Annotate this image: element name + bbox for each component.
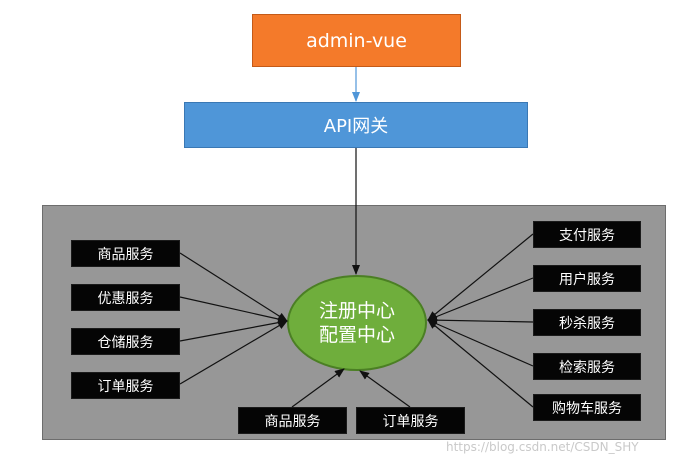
right-service-4: 检索服务	[533, 353, 641, 380]
api-gateway-node: API网关	[184, 102, 528, 148]
center-label-line2: 配置中心	[318, 324, 395, 346]
admin-vue-node: admin-vue	[252, 14, 461, 67]
bottom-service-2: 订单服务	[356, 407, 465, 434]
left-service-4: 订单服务	[71, 372, 180, 399]
admin-vue-label: admin-vue	[306, 29, 407, 52]
registry-config-center-node: 注册中心 配置中心	[287, 275, 427, 371]
center-label-line1: 注册中心	[318, 300, 395, 322]
left-service-3: 仓储服务	[71, 328, 180, 355]
right-service-2: 用户服务	[533, 265, 641, 292]
right-service-1: 支付服务	[533, 221, 641, 248]
right-service-5: 购物车服务	[533, 394, 641, 421]
watermark-text: https://blog.csdn.net/CSDN_SHY	[446, 440, 639, 454]
left-service-2: 优惠服务	[71, 284, 180, 311]
api-gateway-label: API网关	[323, 116, 389, 137]
right-service-3: 秒杀服务	[533, 309, 641, 336]
bottom-service-1: 商品服务	[238, 407, 347, 434]
left-service-1: 商品服务	[71, 240, 180, 267]
